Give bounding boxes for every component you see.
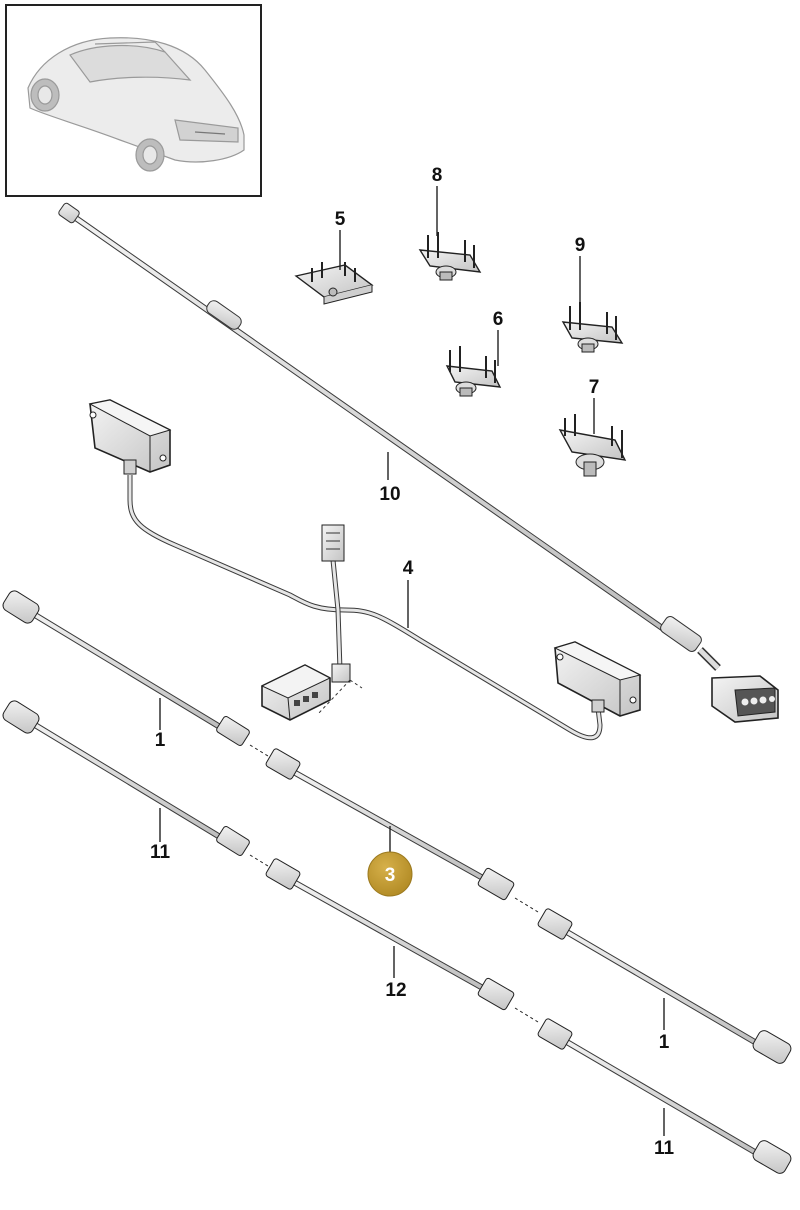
cable-12 — [265, 858, 539, 1023]
callout-11-upper: 11 — [150, 842, 171, 863]
callout-3-highlight[interactable]: 3 — [367, 851, 413, 897]
callout-3: 3 — [385, 865, 396, 886]
callout-6: 6 — [493, 309, 504, 330]
car-inset — [5, 4, 262, 197]
harness-plug — [331, 663, 351, 683]
car-rear-view-icon — [27, 37, 245, 172]
bracket-8 — [418, 232, 482, 281]
connector-block — [260, 664, 332, 721]
control-unit-right — [553, 641, 642, 717]
harness-plug — [321, 524, 345, 562]
bracket-7 — [558, 414, 627, 477]
cable-11-upper — [2, 700, 269, 867]
control-unit-left — [88, 399, 172, 475]
cable-11-lower — [537, 1018, 792, 1174]
callout-8: 8 — [432, 165, 443, 186]
cable-sleeve — [660, 616, 702, 652]
callout-1-upper: 1 — [155, 730, 166, 751]
bracket-5 — [294, 262, 374, 305]
cable-end-cap — [58, 202, 80, 224]
cable-1-lower — [537, 908, 792, 1064]
callout-10: 10 — [379, 484, 400, 505]
leader-lines — [159, 186, 665, 1136]
bracket-6 — [445, 346, 502, 397]
cable-sleeve — [206, 300, 242, 330]
callout-1-lower: 1 — [659, 1032, 670, 1053]
wiring-harness-4 — [127, 475, 603, 741]
callout-9: 9 — [575, 235, 586, 256]
callout-7: 7 — [589, 377, 600, 398]
plug-connector — [711, 675, 779, 723]
callout-11-lower: 11 — [654, 1138, 675, 1159]
cable-1-upper — [2, 590, 269, 757]
callout-5: 5 — [335, 209, 346, 230]
antenna-cable-10 — [58, 202, 779, 723]
callout-4: 4 — [403, 558, 414, 579]
callout-12: 12 — [385, 980, 406, 1001]
bracket-9 — [561, 302, 624, 353]
highlight-badge — [367, 851, 413, 897]
